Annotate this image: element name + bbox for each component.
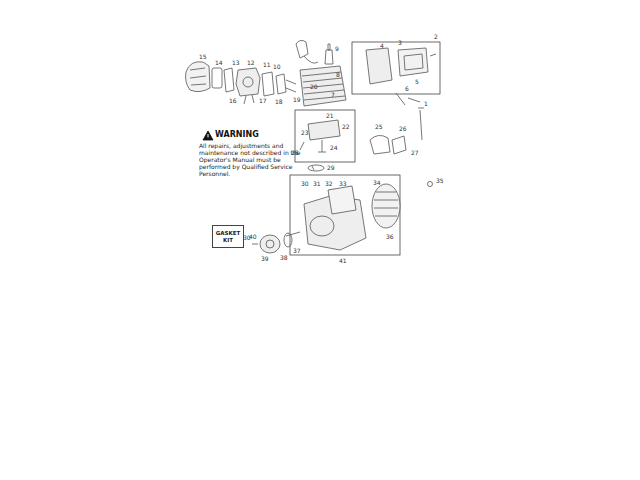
callout-number: 20 <box>309 84 319 90</box>
callout-number: 24 <box>329 145 339 151</box>
callout-number: 9 <box>334 46 340 52</box>
callout-number: 19 <box>292 97 302 103</box>
callout-number: 32 <box>324 181 334 187</box>
callout-number: 30 <box>300 181 310 187</box>
callout-number: 23 <box>300 130 310 136</box>
callout-number: 35 <box>435 178 445 184</box>
callout-number: 2 <box>433 34 439 40</box>
callout-number: 37 <box>292 248 302 254</box>
callout-number: 31 <box>312 181 322 187</box>
kit-label: GASKET KIT <box>215 230 241 243</box>
callout-number: 13 <box>231 60 241 66</box>
callout-number: 15 <box>198 54 208 60</box>
callout-number: 25 <box>374 124 384 130</box>
callout-number: 12 <box>246 60 256 66</box>
callout-number: 5 <box>414 79 420 85</box>
callout-number: 17 <box>258 98 268 104</box>
warning-note: All repairs, adjustments and maintenance… <box>199 142 307 177</box>
callout-number: 3 <box>397 40 403 46</box>
callout-number: 28 <box>290 150 300 156</box>
kit-box: GASKET KIT <box>212 225 244 248</box>
callout-number: 7 <box>330 92 336 98</box>
callout-number: 10 <box>272 64 282 70</box>
callout-number: 27 <box>410 150 420 156</box>
callout-number: 41 <box>338 258 348 264</box>
callout-number: 29 <box>326 165 336 171</box>
callout-number: 22 <box>341 124 351 130</box>
callout-number: 14 <box>214 60 224 66</box>
callout-number: 21 <box>325 113 335 119</box>
callout-number: 16 <box>228 98 238 104</box>
callout-number: 18 <box>274 99 284 105</box>
callout-number: 11 <box>262 62 272 68</box>
callout-number: 34 <box>372 180 382 186</box>
callout-number: 8 <box>335 72 341 78</box>
callout-number: 6 <box>404 86 410 92</box>
callout-number: 38 <box>279 255 289 261</box>
warning-heading: WARNING <box>215 131 259 139</box>
callout-number: 36 <box>385 234 395 240</box>
callout-number: 4 <box>379 43 385 49</box>
callout-number: 26 <box>398 126 408 132</box>
callout-number: 33 <box>338 181 348 187</box>
callout-number: 39 <box>260 256 270 262</box>
callout-number: 1 <box>423 101 429 107</box>
